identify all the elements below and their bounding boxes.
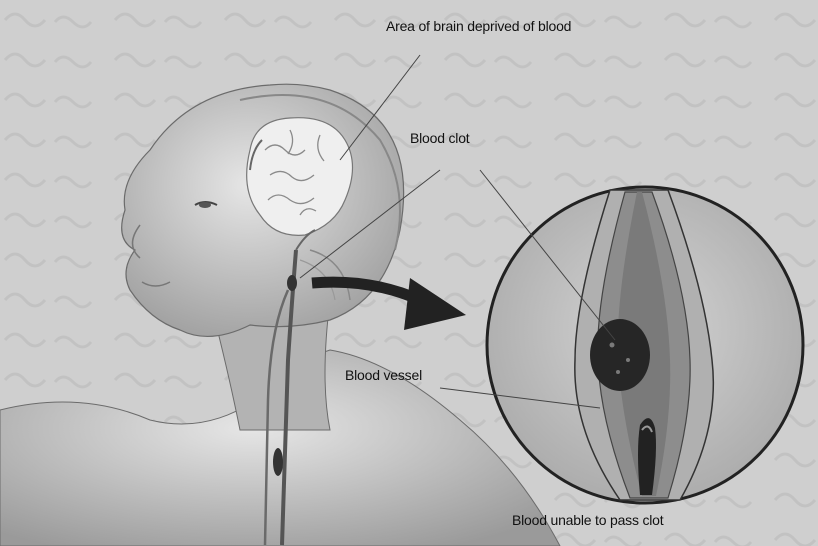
label-blood-vessel: Blood vessel [345,367,422,383]
clot-lower [273,448,283,476]
magnified-view [487,187,803,503]
label-brain-area: Area of brain deprived of blood [386,18,571,34]
clot-in-neck [287,275,297,291]
blood-clot [590,319,650,391]
blocked-blood [638,418,656,495]
label-blood-clot: Blood clot [410,130,469,146]
label-blood-unable: Blood unable to pass clot [512,512,663,528]
